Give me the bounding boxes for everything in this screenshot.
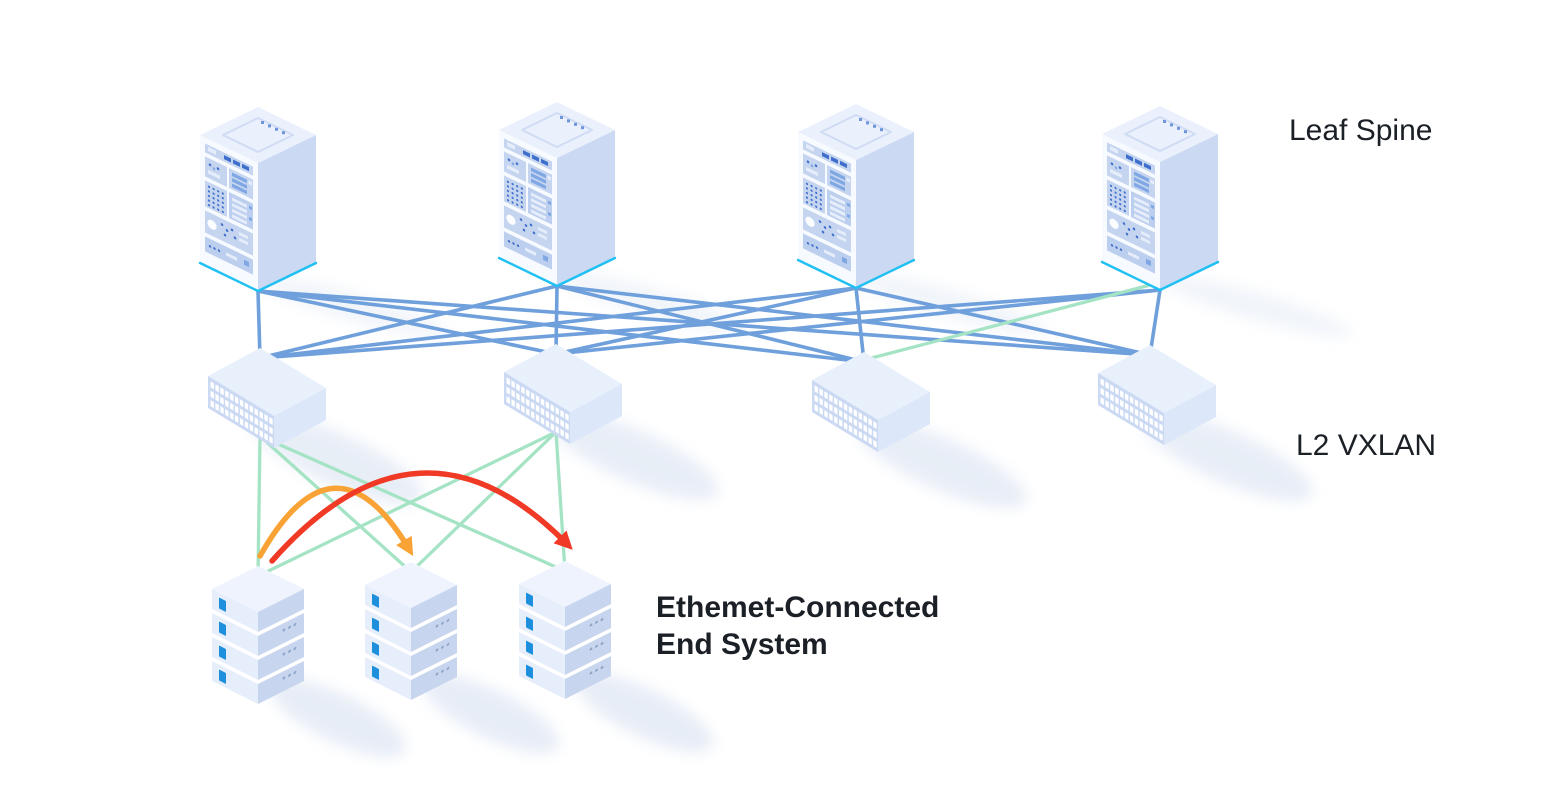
link-spine-3-leaf-2: [554, 286, 858, 356]
label-end-system-line2: End System: [656, 628, 828, 661]
server-3-stack-icon: [519, 561, 611, 699]
link-leaf-2-server-3: [554, 430, 567, 573]
link-spine-2-leaf-1: [258, 284, 559, 360]
label-end-system: Ethemet-Connected End System: [656, 589, 939, 663]
shadow-server-3: [576, 673, 714, 753]
spine-2-switch-icon: [497, 102, 617, 288]
shadow-server-2: [422, 674, 560, 754]
link-spine-3-leaf-1: [258, 286, 858, 360]
leaf-4-switch-icon: [1098, 345, 1216, 445]
link-spine-1-leaf-1: [256, 289, 262, 360]
link-spine-3-leaf-3: [854, 286, 866, 364]
link-leaf-2-server-2: [409, 430, 558, 574]
link-leaf-1-server-3: [258, 434, 567, 573]
label-leaf-spine: Leaf Spine: [1289, 114, 1433, 147]
link-spine-1-leaf-3: [256, 289, 866, 364]
devices: [198, 102, 1220, 704]
link-spine-2-leaf-4: [555, 284, 1152, 357]
arrow-orange: [257, 485, 414, 559]
link-spine-4-leaf-3: [862, 282, 1156, 362]
link-leaf-1-server-1: [256, 434, 262, 578]
spine-3-switch-icon: [796, 104, 916, 290]
leaf-3-switch-icon: [812, 352, 930, 452]
link-spine-4-leaf-1: [258, 288, 1162, 360]
label-end-system-line1: Ethemet-Connected: [656, 591, 940, 624]
shadow-server-1: [269, 678, 407, 758]
server-2-stack-icon: [365, 562, 457, 700]
link-leaf-2-server-1: [256, 430, 558, 578]
leaf-1-switch-icon: [208, 348, 326, 448]
arrow-red: [269, 470, 573, 564]
label-l2-vxlan: L2 VXLAN: [1296, 429, 1437, 462]
shadow-leaf-4: [1143, 412, 1313, 502]
shadow-spine-4: [1158, 275, 1352, 337]
shadow-spine-2: [555, 271, 749, 333]
link-spine-3-leaf-4: [854, 286, 1152, 357]
link-spine-4-leaf-4: [1148, 288, 1162, 357]
spine-4-switch-icon: [1100, 106, 1220, 292]
traffic-arrows: [257, 470, 573, 564]
server-1-stack-icon: [212, 566, 304, 704]
links: [256, 282, 1162, 578]
shadow-leaf-3: [857, 419, 1027, 509]
link-spine-2-leaf-2: [554, 284, 559, 356]
spine-1-switch-icon: [198, 107, 318, 293]
leaf-2-switch-icon: [504, 344, 622, 444]
link-spine-4-leaf-2: [554, 288, 1162, 356]
shadow-leaf-2: [549, 411, 719, 501]
